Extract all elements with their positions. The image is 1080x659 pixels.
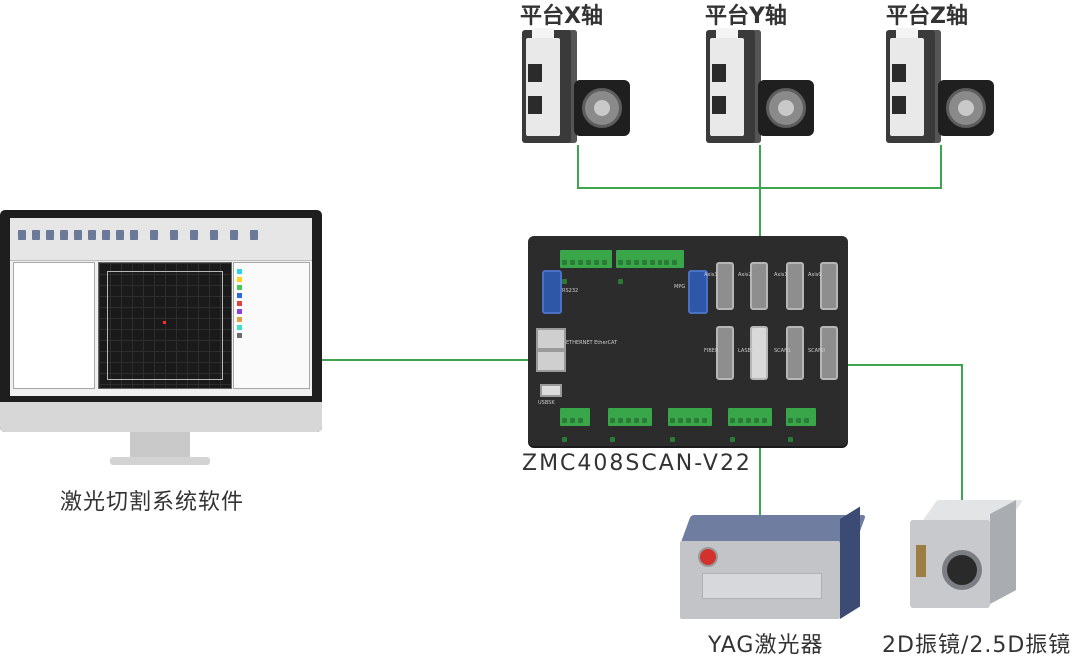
software-right-panel xyxy=(233,262,310,389)
axis3-silk: Axis3 xyxy=(704,272,718,278)
axis3-port xyxy=(716,262,734,310)
terminal-block xyxy=(668,408,712,442)
axis-x-title: 平台X轴 xyxy=(520,4,603,29)
software-label: 激光切割系统软件 xyxy=(60,490,245,515)
servo-motor-icon xyxy=(758,80,814,136)
servo-motor-icon xyxy=(574,80,630,136)
scan0-silk: SCAN0 xyxy=(808,348,826,354)
axis-y-title: 平台Y轴 xyxy=(705,4,787,29)
software-canvas xyxy=(98,262,232,389)
servo-driver-icon xyxy=(886,28,941,143)
axis-z-title: 平台Z轴 xyxy=(886,4,968,29)
fiber-port xyxy=(716,326,734,380)
terminal-block xyxy=(786,408,816,442)
laser-port xyxy=(750,326,768,380)
servo-x-unit xyxy=(522,28,632,145)
laser-silk: LASER xyxy=(738,348,755,354)
ethernet-silk: ETHERNET EtherCAT xyxy=(566,340,618,346)
terminal-block xyxy=(662,250,684,268)
axis0-silk: Axis0 xyxy=(808,272,822,278)
terminal-block xyxy=(608,408,652,442)
rs232-silk: RS232 xyxy=(562,288,579,294)
axis1-port xyxy=(786,262,804,310)
controller-to-galvo-wire xyxy=(830,364,963,505)
motion-controller: RS232 MPG Axis3 Axis2 Axis1 Axis0 FIBER … xyxy=(528,236,848,446)
axis2-silk: Axis2 xyxy=(738,272,752,278)
scan1-silk: SCAN1 xyxy=(774,348,792,354)
emergency-stop-icon xyxy=(698,547,718,567)
axis2-port xyxy=(750,262,768,310)
monitor-stand xyxy=(130,432,190,458)
laser-label: YAG激光器 xyxy=(708,633,824,658)
servo-driver-icon xyxy=(706,28,761,143)
ethernet-port-1 xyxy=(536,328,566,350)
monitor-foot xyxy=(110,457,210,465)
axis0-port xyxy=(820,262,838,310)
ethernet-port-2 xyxy=(536,350,566,372)
software-left-panel xyxy=(13,262,95,389)
usb-silk: USBSK xyxy=(538,400,555,406)
axis1-silk: Axis1 xyxy=(774,272,788,278)
mpg-port xyxy=(688,270,708,314)
servo-y-unit xyxy=(706,28,816,145)
galvo-label: 2D振镜/2.5D振镜 xyxy=(882,633,1072,658)
terminal-block xyxy=(560,408,590,442)
mpg-silk: MPG xyxy=(674,284,686,290)
servo-motor-icon xyxy=(938,80,994,136)
controller-model-label: ZMC408SCAN-V22 xyxy=(522,451,752,476)
rs232-port xyxy=(542,270,562,314)
terminal-block xyxy=(560,250,612,284)
laser-source-icon xyxy=(680,506,866,620)
servo-z-unit xyxy=(886,28,996,145)
scan0-port xyxy=(820,326,838,380)
servo-driver-icon xyxy=(522,28,577,143)
software-ribbon xyxy=(10,218,312,261)
galvo-scanner-icon xyxy=(910,500,1024,610)
scan1-port xyxy=(786,326,804,380)
usb-port xyxy=(540,384,562,397)
terminal-block xyxy=(728,408,772,442)
fiber-silk: FIBER xyxy=(704,348,719,354)
